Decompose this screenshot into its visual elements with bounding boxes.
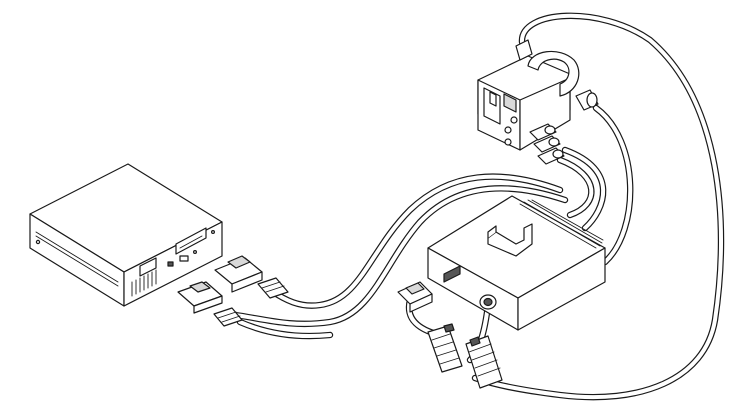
probe-clamp — [477, 39, 599, 165]
harness-plug-b — [465, 335, 503, 389]
inline-plug-b — [213, 307, 243, 327]
db-connector-lower — [177, 281, 223, 314]
db-connector-upper — [214, 255, 263, 293]
harness-plug-a — [427, 323, 463, 373]
harness-plugs — [427, 323, 503, 389]
mounting-bracket — [487, 223, 533, 257]
terminal-plugs — [529, 123, 565, 165]
box-connectors — [397, 281, 433, 313]
inline-plug-a — [257, 277, 289, 299]
unit-connectors — [177, 255, 289, 327]
interface-box — [427, 195, 606, 331]
db-connector-box — [397, 281, 433, 313]
side-plug — [575, 89, 599, 111]
control-unit — [29, 163, 223, 307]
round-connector — [479, 294, 497, 310]
